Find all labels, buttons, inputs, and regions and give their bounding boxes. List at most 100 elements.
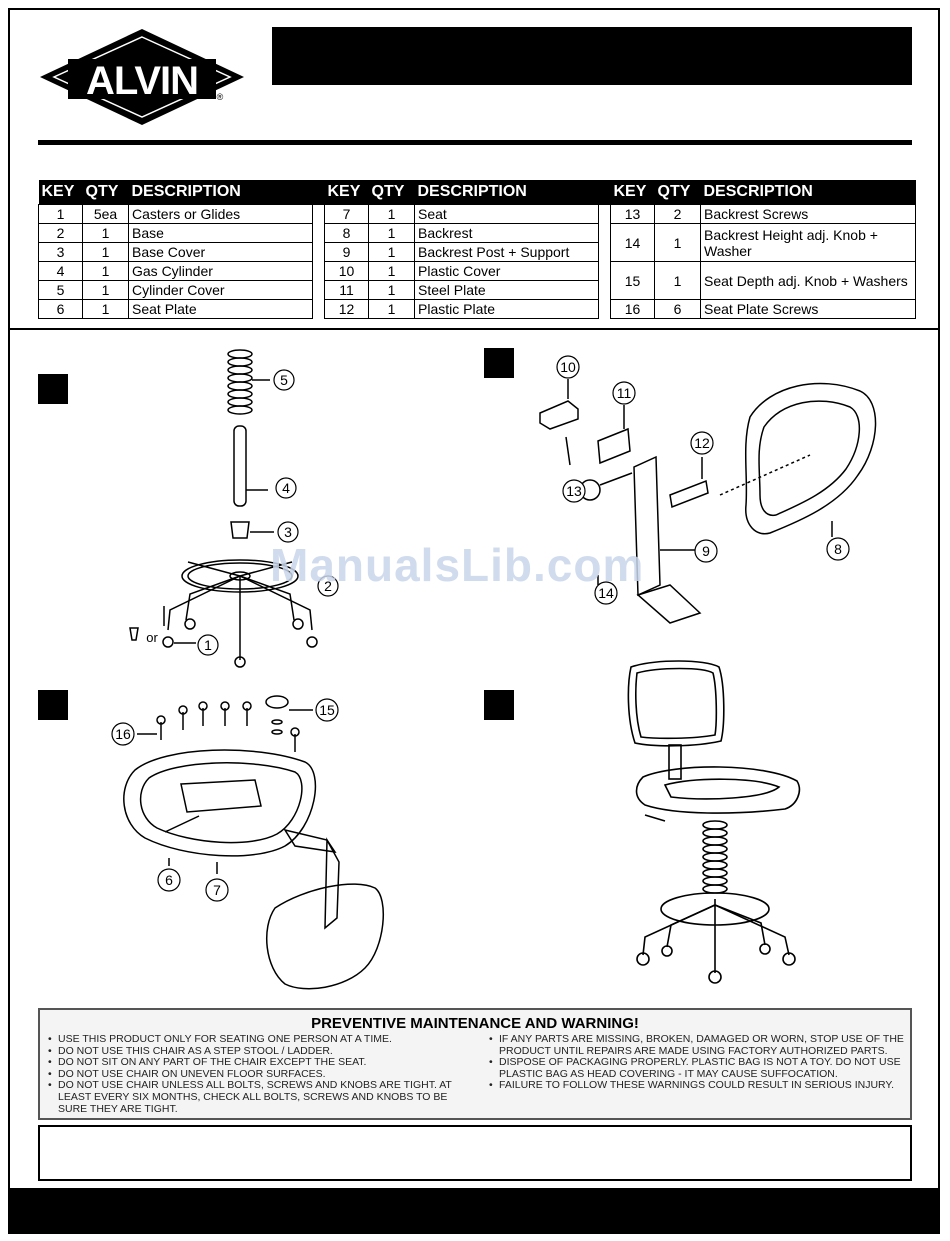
- part-description: Casters or Glides: [128, 204, 313, 224]
- header-key: KEY: [324, 180, 369, 205]
- callout-6: 6: [165, 872, 173, 888]
- header-qty: QTY: [654, 180, 701, 205]
- part-description: Gas Cylinder: [128, 261, 313, 281]
- column-gap: [312, 299, 325, 319]
- warning-list-right: If any parts are missing, broken, damage…: [487, 1033, 904, 1115]
- part-description: Seat: [414, 204, 599, 224]
- column-gap: [312, 261, 325, 281]
- header-description: DESCRIPTION: [414, 180, 599, 205]
- backrest-illustration: [744, 382, 877, 535]
- seat-depth-knob-illustration: [265, 695, 289, 735]
- part-key: 2: [38, 223, 83, 243]
- column-gap: [312, 242, 325, 262]
- column-gap: [598, 242, 611, 262]
- part-description: Steel Plate: [414, 280, 599, 300]
- list-item: Do not use this chair as a step stool / …: [48, 1045, 463, 1058]
- part-qty: 1: [654, 223, 701, 262]
- list-item: Do not sit on any part of the chair exce…: [48, 1057, 463, 1069]
- part-description: Base: [128, 223, 313, 243]
- table-row: 1 5ea Casters or Glides 7 1 Seat 13 2 Ba…: [38, 204, 916, 224]
- column-gap: [598, 223, 611, 243]
- seat-screws-illustration: [156, 701, 300, 752]
- backrest-assembly-diagram: 10 11 12 13 9 8 14: [539, 355, 877, 624]
- part-key: 4: [38, 261, 83, 281]
- footer-bar: [8, 1188, 940, 1234]
- table-row: 4 1 Gas Cylinder 10 1 Plastic Cover 15 1…: [38, 261, 916, 300]
- part-key: 5: [38, 280, 83, 300]
- plastic-plate-illustration: [669, 479, 709, 509]
- part-qty: 1: [368, 242, 415, 262]
- part-key: 11: [324, 280, 369, 300]
- column-gap: [312, 280, 325, 300]
- part-description: Seat Depth adj. Knob + Washers: [700, 261, 916, 300]
- part-description: Backrest Post + Support: [414, 242, 599, 262]
- column-gap: [312, 204, 325, 224]
- callout-9: 9: [702, 543, 710, 559]
- or-label: or: [146, 630, 158, 645]
- step-marker-3: [38, 690, 68, 720]
- header-qty: QTY: [368, 180, 415, 205]
- part-description: Backrest Height adj. Knob + Washer: [700, 223, 916, 262]
- part-description: Seat Plate: [128, 299, 313, 319]
- table-row: 3 1 Base Cover 9 1 Backrest Post + Suppo…: [38, 242, 916, 262]
- part-key: 15: [610, 261, 655, 300]
- callout-14: 14: [598, 585, 614, 601]
- watermark: ManualsLib.com: [270, 539, 645, 591]
- part-key: 10: [324, 261, 369, 281]
- seat-illustration: [123, 749, 317, 857]
- step-marker-1: [38, 374, 68, 404]
- step-marker-4: [484, 690, 514, 720]
- list-item: Failure to follow these warnings could r…: [489, 1080, 904, 1092]
- part-qty: 1: [368, 280, 415, 300]
- callout-13: 13: [566, 483, 582, 499]
- base-cover-illustration: [230, 521, 250, 539]
- warning-title: PREVENTIVE MAINTENANCE AND WARNING!: [311, 1015, 639, 1032]
- part-key: 16: [610, 299, 655, 319]
- header-key: KEY: [38, 180, 83, 205]
- callout-3: 3: [284, 524, 292, 540]
- chair-seat: [635, 766, 801, 814]
- callout-7: 7: [213, 882, 221, 898]
- header-gap: [598, 180, 611, 205]
- callout-15: 15: [319, 702, 335, 718]
- part-key: 13: [610, 204, 655, 224]
- warning-box: PREVENTIVE MAINTENANCE AND WARNING! Use …: [38, 1008, 912, 1120]
- part-description: Plastic Plate: [414, 299, 599, 319]
- part-description: Plastic Cover: [414, 261, 599, 281]
- list-item: If any parts are missing, broken, damage…: [489, 1033, 904, 1057]
- callout-1: 1: [204, 637, 212, 653]
- part-key: 8: [324, 223, 369, 243]
- glide-illustration: [129, 627, 139, 641]
- list-item: Dispose of packaging properly. Plastic b…: [489, 1056, 904, 1080]
- gas-cylinder-illustration: [233, 425, 247, 507]
- alvin-logo: ALVIN ®: [40, 29, 244, 125]
- table-row: 6 1 Seat Plate 12 1 Plastic Plate 16 6 S…: [38, 299, 916, 319]
- callout-8: 8: [834, 541, 842, 557]
- backrest-post-illustration: [633, 455, 661, 597]
- part-key: 7: [324, 204, 369, 224]
- seat-backrest-post-illustration: [324, 837, 340, 930]
- part-qty: 1: [654, 261, 701, 300]
- section-divider: [8, 328, 940, 330]
- part-key: 12: [324, 299, 369, 319]
- list-item: Do not use chair on uneven floor surface…: [48, 1068, 463, 1081]
- parts-table: KEY QTY DESCRIPTION KEY QTY DESCRIPTION …: [38, 180, 916, 319]
- assembled-chair-diagram: [627, 660, 801, 984]
- header-qty: QTY: [82, 180, 129, 205]
- callout-12: 12: [694, 435, 710, 451]
- column-gap: [598, 299, 611, 319]
- part-qty: 6: [654, 299, 701, 319]
- list-item: Do not use chair unless all bolts, screw…: [48, 1080, 463, 1115]
- seat-plate-illustration: [180, 779, 262, 813]
- part-qty: 5ea: [82, 204, 129, 224]
- chair-cylinder-cover: [702, 820, 728, 894]
- base-assembly-diagram: 5 4 3 2 1 or: [129, 349, 339, 668]
- part-key: 14: [610, 223, 655, 262]
- column-gap: [312, 223, 325, 243]
- part-qty: 1: [368, 204, 415, 224]
- cylinder-cover-illustration: [227, 349, 253, 415]
- registered-mark: ®: [217, 92, 224, 102]
- table-row: 2 1 Base 8 1 Backrest 14 1 Backrest Heig…: [38, 223, 916, 262]
- header-description: DESCRIPTION: [128, 180, 313, 205]
- part-qty: 1: [368, 299, 415, 319]
